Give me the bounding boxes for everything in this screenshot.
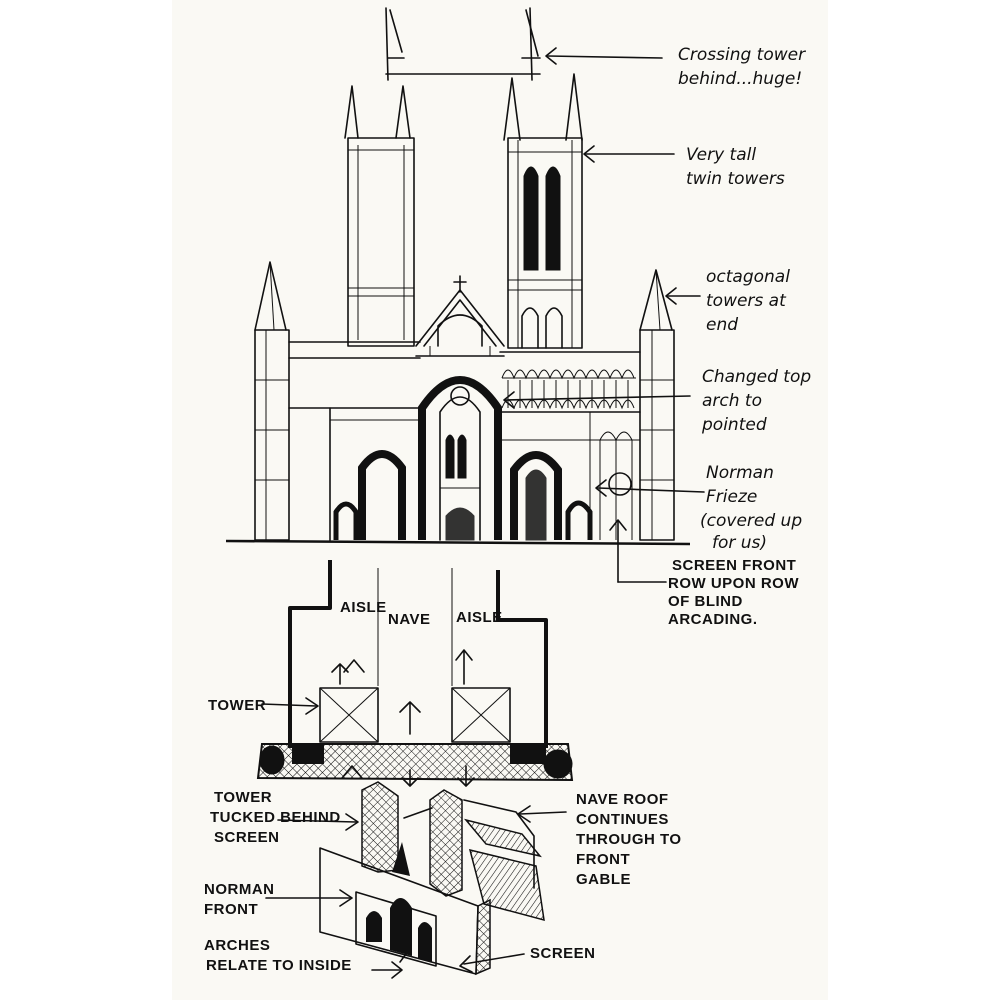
crossing-tower	[385, 7, 541, 81]
crossing-tower-note: Crossing tower behind...huge!	[678, 45, 811, 89]
plan-label-nave: NAVE	[388, 611, 431, 628]
plan-label-aisle-right: AISLE	[456, 609, 503, 626]
twin-towers-note: Very tall twin towers	[686, 145, 785, 189]
floor-plan	[256, 560, 574, 787]
screen-front-note: SCREEN FRONT ROW UPON ROW OF BLIND ARCAD…	[668, 557, 804, 628]
norman-frieze-note: Norman Frieze (covered up for us)	[700, 463, 808, 553]
plan-label-tower: TOWER	[208, 697, 266, 714]
nave-roof-label: NAVE ROOF CONTINUES THROUGH TO FRONT GAB…	[576, 791, 686, 888]
arches-label: ARCHES RELATE TO INSIDE	[204, 937, 352, 974]
elevation-annotation-arrows	[503, 47, 705, 583]
screen-wall	[288, 341, 641, 541]
axonometric-sketch	[319, 781, 545, 976]
changed-arch-note: Changed top arch to pointed	[701, 367, 817, 435]
right-octagonal-tower	[639, 269, 675, 541]
norman-arches	[333, 450, 593, 541]
axon-annotation-arrows	[265, 805, 567, 979]
tower-tucked-label: TOWER TUCKED BEHIND SCREEN	[210, 789, 345, 846]
central-pointed-arch	[418, 376, 502, 541]
norman-front-label: NORMAN FRONT	[204, 881, 279, 918]
plan-label-aisle-left: AISLE	[340, 599, 387, 616]
left-octagonal-tower	[254, 261, 290, 541]
right-twin-tower	[503, 73, 583, 349]
central-gable	[415, 275, 505, 357]
west-front-elevation	[225, 7, 691, 546]
octagonal-towers-note: octagonal towers at end	[706, 267, 795, 335]
screen-label: SCREEN	[530, 945, 596, 962]
left-twin-tower	[344, 85, 415, 347]
